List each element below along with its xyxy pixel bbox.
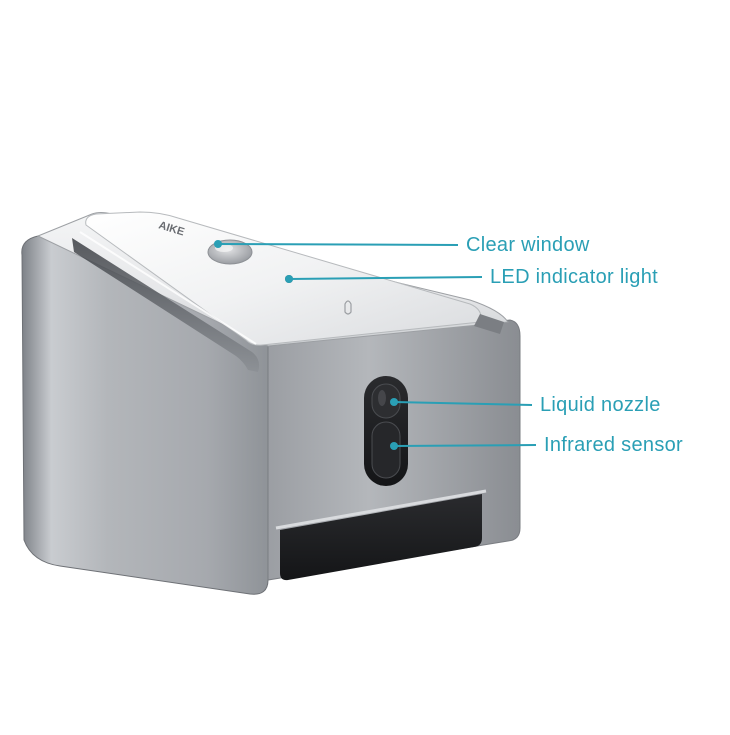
callout-line-clear-window	[217, 243, 459, 246]
dispenser-body	[21, 227, 269, 595]
callout-dot-liquid-nozzle	[390, 398, 398, 406]
lid-edge-highlight	[79, 231, 257, 345]
label-led-indicator-light: LED indicator light	[490, 266, 659, 288]
callout-line-led-indicator-light	[288, 276, 483, 280]
callout-dot-clear-window	[214, 240, 222, 248]
callout-line-infrared-sensor	[393, 444, 537, 447]
callout-lines	[214, 240, 537, 450]
label-liquid-nozzle: Liquid nozzle	[540, 394, 661, 416]
callout-line-liquid-nozzle	[393, 401, 533, 406]
label-infrared-sensor: Infrared sensor	[544, 434, 684, 456]
infrared-sensor	[371, 421, 401, 479]
callout-dot-led-indicator-light	[285, 275, 293, 283]
label-clear-window: Clear window	[466, 234, 590, 256]
sensor-reflection	[378, 390, 386, 406]
lid-edge-groove	[72, 238, 260, 372]
liquid-nozzle	[371, 383, 401, 419]
drip-tray	[280, 494, 482, 581]
lid-rear-lip	[474, 314, 504, 334]
callout-dot-infrared-sensor	[390, 442, 398, 450]
dispenser-lid	[85, 211, 482, 346]
hand-icon	[344, 300, 352, 315]
drip-tray-top-edge	[275, 489, 487, 530]
